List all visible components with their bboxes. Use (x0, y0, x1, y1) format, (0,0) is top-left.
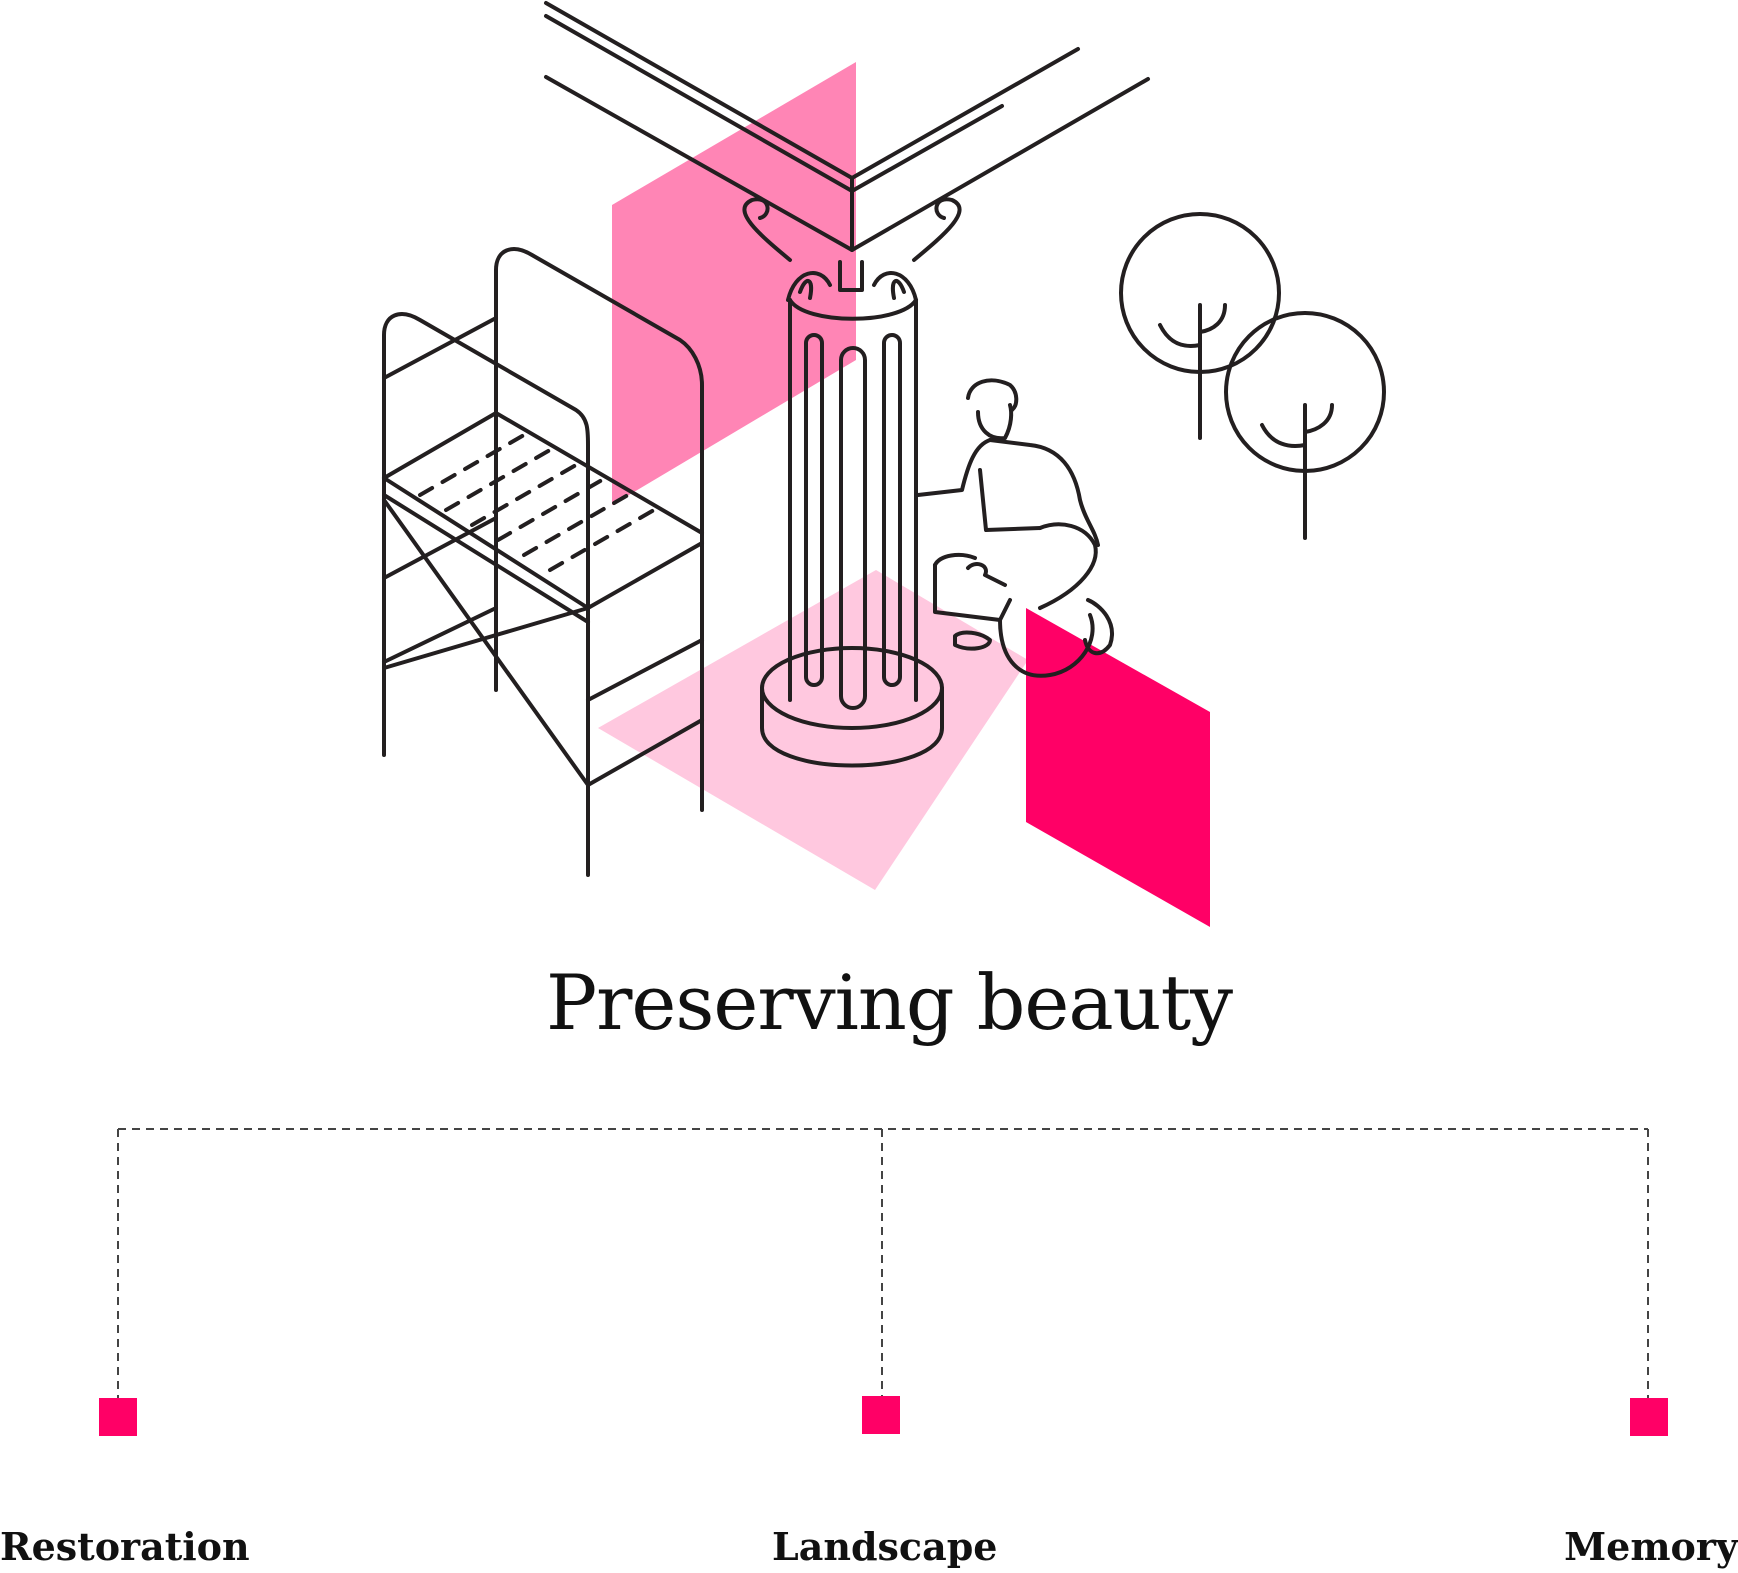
marker-landscape (862, 1396, 900, 1434)
column-shaft (760, 298, 944, 768)
column-capital (742, 197, 962, 302)
restoration-illustration (382, 1, 1386, 927)
color-shapes (598, 62, 1210, 927)
cornice (544, 1, 1150, 252)
side-wall-shape (1026, 608, 1210, 927)
marker-memory (1630, 1398, 1668, 1436)
restorer-figure (916, 378, 1114, 678)
trees (1119, 212, 1386, 540)
branch-label-memory: Memory (1564, 1524, 1738, 1569)
branch-label-restoration: Restoration (0, 1524, 250, 1569)
dashed-tree-lines (117, 1128, 1649, 1398)
line-art (382, 1, 1386, 877)
branch-connectors (99, 1128, 1668, 1436)
back-wall-shape (612, 62, 856, 505)
floor-shape (598, 570, 1028, 890)
page-title: Preserving beauty (545, 958, 1233, 1047)
marker-restoration (99, 1398, 137, 1436)
scaffolding (382, 247, 704, 877)
branch-label-landscape: Landscape (772, 1524, 998, 1569)
